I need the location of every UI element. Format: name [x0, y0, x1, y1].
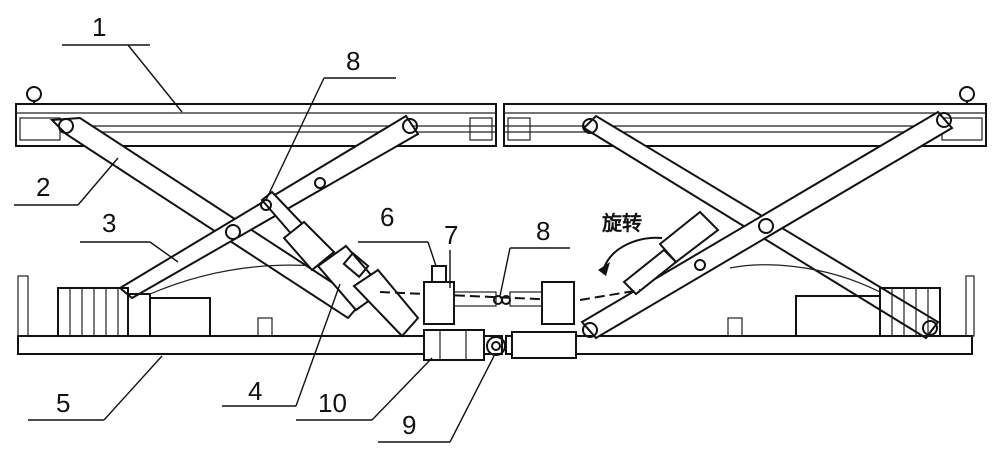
lifting-eye-left — [26, 86, 42, 104]
label-8-right: 8 — [536, 216, 550, 246]
lifting-eye-right — [959, 86, 975, 104]
rotation-arrow — [598, 236, 663, 276]
right-scissor-arm-lower — [580, 110, 954, 340]
label-6: 6 — [380, 202, 394, 232]
central-coupling — [379, 265, 641, 361]
right-actuator — [622, 210, 720, 296]
right-pump-motor — [727, 264, 941, 337]
label-1: 1 — [92, 12, 106, 42]
rotating-actuator — [316, 244, 420, 338]
label-2: 2 — [36, 172, 50, 202]
label-7: 7 — [444, 220, 458, 250]
top-platform-left — [15, 103, 497, 147]
label-9: 9 — [402, 410, 416, 440]
rotation-label: 旋转 — [601, 211, 642, 235]
label-4: 4 — [248, 376, 262, 406]
top-platform-right — [503, 103, 987, 147]
label-10: 10 — [318, 388, 347, 418]
label-8-left: 8 — [346, 46, 360, 76]
leader-lines — [14, 44, 570, 443]
label-5: 5 — [56, 388, 70, 418]
label-3: 3 — [102, 208, 116, 238]
